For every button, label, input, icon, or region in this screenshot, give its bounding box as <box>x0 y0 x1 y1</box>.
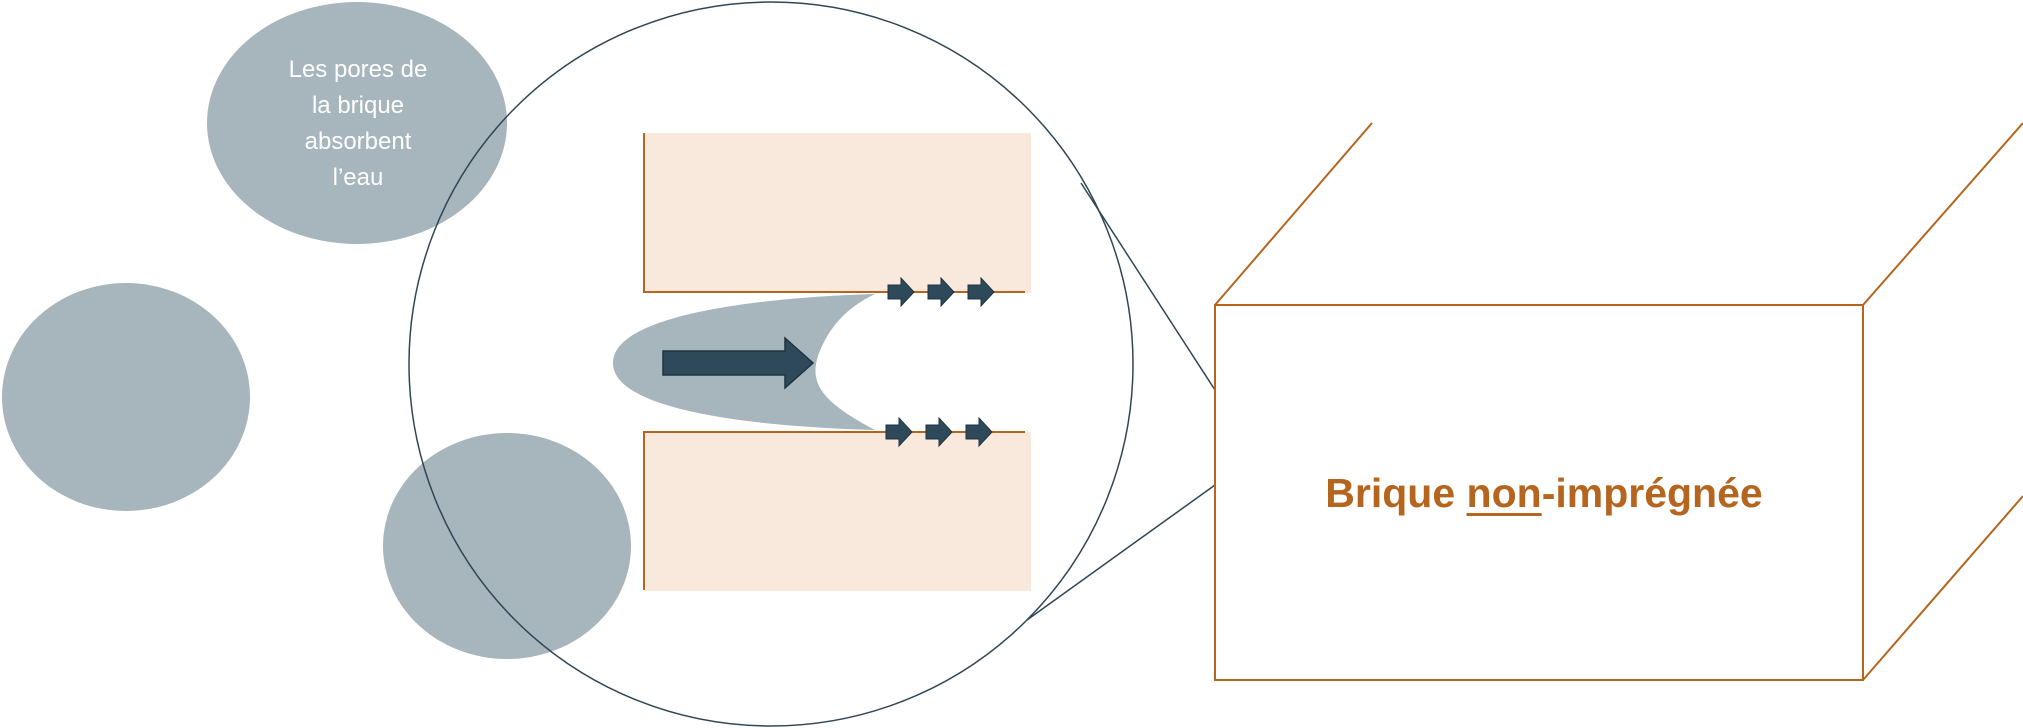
absorption-arrow-top-2 <box>927 276 955 308</box>
water-droplet-left <box>2 283 250 511</box>
magnifier-connector-top <box>1080 182 1216 391</box>
absorption-arrow-bottom-1 <box>885 416 913 448</box>
bubble-caption-line: Les pores de <box>288 56 428 83</box>
bubble-caption-line: absorbent <box>304 128 412 155</box>
magnifier-circle <box>408 1 1134 727</box>
brick-edge-bottom-right <box>1862 495 2023 681</box>
brick-label-suffix: -imprégnée <box>1541 470 1763 516</box>
absorption-arrow-bottom-3 <box>965 416 993 448</box>
pore-wall-top <box>644 133 1031 293</box>
brick-label-prefix: Brique <box>1325 470 1467 516</box>
brick-edge-top-right <box>1862 122 2023 306</box>
water-droplet-large <box>207 2 507 244</box>
water-droplet-bottom <box>383 433 631 659</box>
brick-edge-top-left <box>1214 122 1373 306</box>
absorption-arrow-top-3 <box>967 276 995 308</box>
brick-front-face <box>1214 304 1864 681</box>
absorption-arrow-bottom-2 <box>925 416 953 448</box>
magnifier-connector-bottom <box>1026 484 1216 621</box>
water-flow-arrow <box>662 336 815 390</box>
pore-wall-bottom <box>644 432 1031 591</box>
brick-label-emphasis: non <box>1466 470 1542 516</box>
bubble-caption-line: l’eau <box>332 164 384 191</box>
bubble-caption-line: la brique <box>311 92 405 119</box>
brick-label: Brique non-imprégnée <box>1215 466 1873 520</box>
absorption-arrow-top-1 <box>887 276 915 308</box>
bubble-caption: Les pores de la brique absorbent l’eau <box>262 52 454 196</box>
